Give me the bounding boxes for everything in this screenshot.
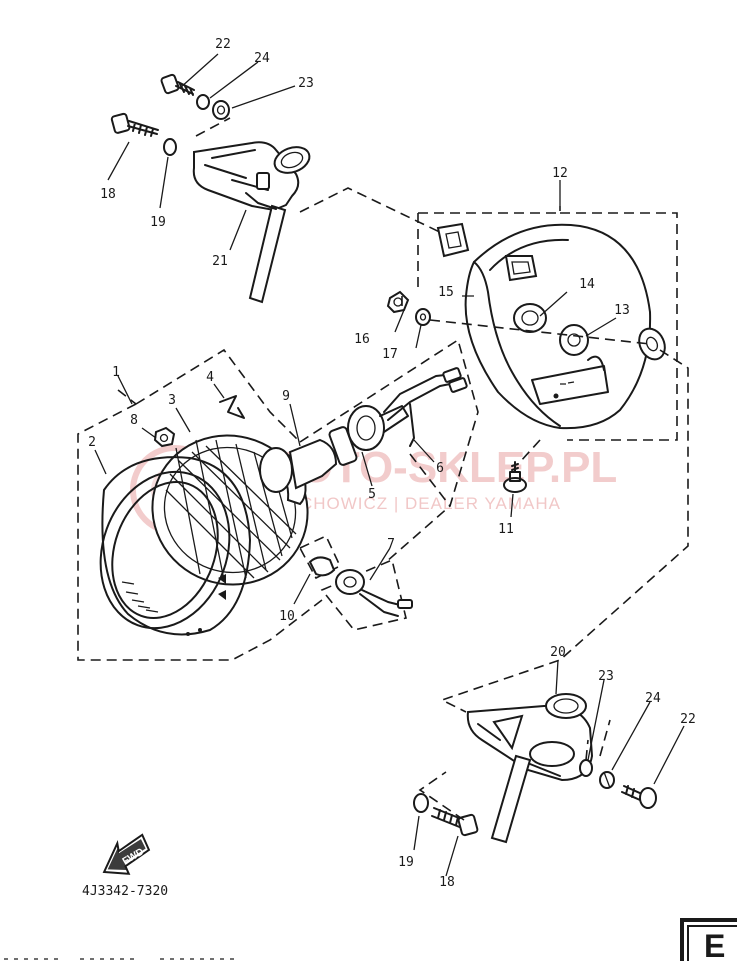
callout-14: 14 (579, 277, 595, 292)
callout-7: 7 (387, 537, 395, 552)
bolt-18-lower (431, 807, 479, 837)
grommet-14 (513, 303, 547, 333)
callout-16: 16 (354, 332, 370, 347)
page-badge: E (680, 918, 737, 961)
callout-17: 17 (382, 347, 398, 362)
screw-11 (503, 461, 527, 493)
headlight-rim-2 (99, 456, 251, 636)
bolt-18-upper (110, 112, 159, 137)
callout-15: 15 (438, 285, 454, 300)
callout-1: 1 (112, 365, 120, 380)
position-bulb-10 (298, 534, 342, 580)
headlight-bulb-9 (259, 426, 358, 493)
headlight-bracket-21 (192, 141, 311, 304)
headlight-shell-group (386, 180, 678, 518)
washer-24-lower (599, 771, 615, 789)
washer-17 (415, 308, 431, 326)
callout-11: 11 (498, 522, 514, 537)
callout-22-upper: 22 (215, 37, 231, 52)
callout-19-upper: 19 (150, 215, 166, 230)
callout-18-lower: 18 (439, 875, 455, 890)
bulb-socket-5 (347, 405, 409, 451)
shell-side-grommet (638, 327, 666, 361)
callout-23-upper: 23 (298, 76, 314, 91)
callout-4: 4 (206, 370, 214, 385)
bolt-22-upper (160, 73, 195, 96)
callout-10: 10 (279, 609, 295, 624)
nut-8 (153, 426, 176, 448)
callout-3: 3 (168, 393, 176, 408)
headlight-unit-group (77, 338, 479, 661)
lower-bracket-group (413, 349, 689, 877)
callout-19-lower: 19 (398, 855, 414, 870)
callout-20: 20 (550, 645, 566, 660)
callout-9: 9 (282, 389, 290, 404)
washer-23-upper (212, 100, 230, 120)
washer-19-lower (413, 793, 429, 813)
watermark-sub-text: MALCHOWICZ | DEALER YAMAHA (262, 494, 561, 513)
washer-24-upper (196, 94, 210, 110)
callout-12: 12 (552, 166, 568, 181)
callout-labels: 22 24 23 18 19 21 12 15 14 13 16 17 1 4 … (88, 37, 696, 890)
callout-5: 5 (368, 487, 376, 502)
callout-21: 21 (212, 254, 228, 269)
callout-22-lower: 22 (680, 712, 696, 727)
page-badge-letter: E (704, 928, 725, 961)
callout-23-lower: 23 (598, 669, 614, 684)
wire-harness-6 (383, 367, 468, 447)
fwd-arrow-icon: FWD (102, 833, 151, 875)
callout-6: 6 (436, 461, 444, 476)
part-code: 4J3342-7320 (82, 884, 168, 899)
callout-18-upper: 18 (100, 187, 116, 202)
upper-bracket-group (107, 53, 449, 304)
callout-24-lower: 24 (645, 691, 661, 706)
grommet-15 (436, 222, 470, 258)
callout-2: 2 (88, 435, 96, 450)
bolt-22-lower (621, 785, 657, 809)
washer-19-upper (163, 138, 177, 156)
callout-13: 13 (614, 303, 630, 318)
position-socket-7 (320, 558, 413, 631)
washer-23-lower (579, 759, 593, 777)
callout-8: 8 (130, 413, 138, 428)
callout-24-upper: 24 (254, 51, 270, 66)
headlight-bracket-20 (466, 693, 594, 844)
nut-16 (386, 290, 410, 314)
spring-clip-4 (219, 395, 245, 419)
grommet-13 (559, 324, 589, 356)
